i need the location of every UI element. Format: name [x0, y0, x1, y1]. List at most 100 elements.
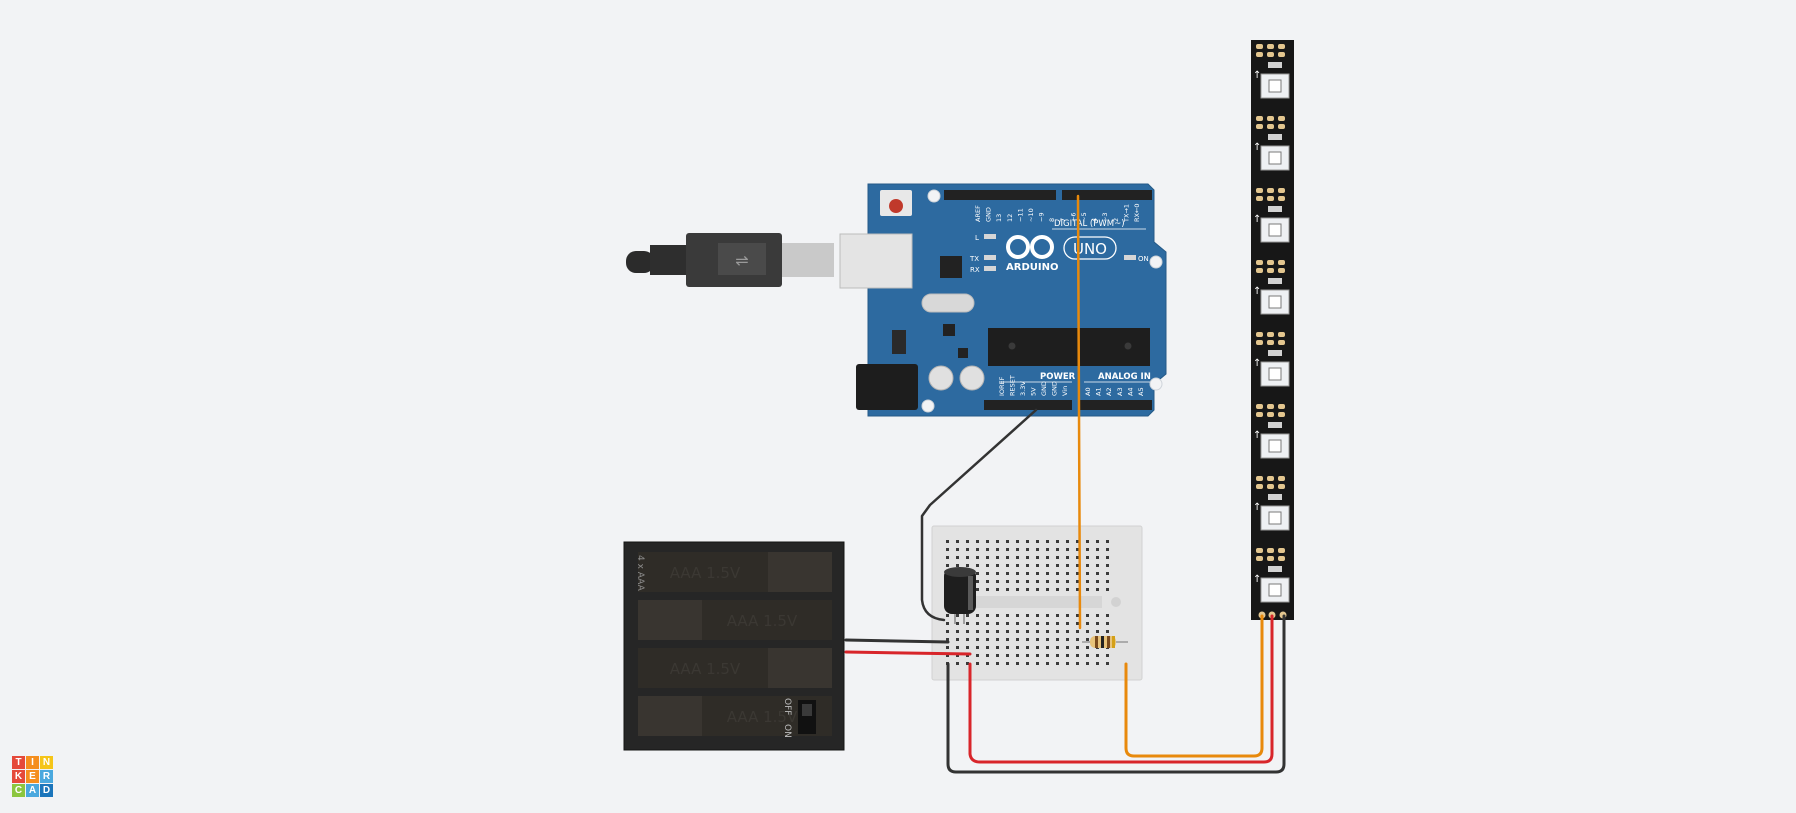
breadboard-hole[interactable]: [976, 646, 979, 649]
breadboard-hole[interactable]: [1016, 622, 1019, 625]
breadboard-hole[interactable]: [1066, 630, 1069, 633]
breadboard-hole[interactable]: [1036, 564, 1039, 567]
wire-arduino-gnd[interactable]: [920, 408, 1038, 622]
breadboard-hole[interactable]: [1076, 662, 1079, 665]
breadboard-hole[interactable]: [966, 646, 969, 649]
breadboard-hole[interactable]: [986, 654, 989, 657]
breadboard-hole[interactable]: [1026, 622, 1029, 625]
battery-switch[interactable]: [802, 704, 812, 716]
breadboard-hole[interactable]: [976, 540, 979, 543]
breadboard-hole[interactable]: [986, 614, 989, 617]
breadboard-hole[interactable]: [1106, 564, 1109, 567]
breadboard-hole[interactable]: [946, 630, 949, 633]
breadboard-hole[interactable]: [986, 564, 989, 567]
breadboard-hole[interactable]: [956, 654, 959, 657]
breadboard-hole[interactable]: [956, 622, 959, 625]
breadboard-hole[interactable]: [1076, 630, 1079, 633]
breadboard-hole[interactable]: [1086, 540, 1089, 543]
breadboard-hole[interactable]: [1006, 654, 1009, 657]
breadboard-hole[interactable]: [966, 638, 969, 641]
breadboard-hole[interactable]: [946, 646, 949, 649]
breadboard-hole[interactable]: [1026, 662, 1029, 665]
breadboard-hole[interactable]: [1026, 588, 1029, 591]
breadboard-hole[interactable]: [1036, 614, 1039, 617]
reset-button[interactable]: [889, 199, 903, 213]
breadboard-hole[interactable]: [1006, 564, 1009, 567]
breadboard-hole[interactable]: [986, 580, 989, 583]
breadboard-hole[interactable]: [1066, 614, 1069, 617]
breadboard-hole[interactable]: [976, 564, 979, 567]
breadboard-hole[interactable]: [1016, 646, 1019, 649]
breadboard-hole[interactable]: [986, 556, 989, 559]
breadboard-hole[interactable]: [1056, 614, 1059, 617]
breadboard-hole[interactable]: [1066, 540, 1069, 543]
breadboard-hole[interactable]: [996, 638, 999, 641]
breadboard-hole[interactable]: [1106, 580, 1109, 583]
breadboard-hole[interactable]: [986, 622, 989, 625]
wire-5v-strip[interactable]: [968, 614, 1274, 764]
breadboard-hole[interactable]: [1096, 630, 1099, 633]
breadboard-hole[interactable]: [1086, 654, 1089, 657]
breadboard-hole[interactable]: [1046, 622, 1049, 625]
wires[interactable]: [844, 194, 1286, 774]
breadboard-hole[interactable]: [1056, 630, 1059, 633]
breadboard-hole[interactable]: [1016, 548, 1019, 551]
breadboard-hole[interactable]: [966, 564, 969, 567]
breadboard-hole[interactable]: [1076, 638, 1079, 641]
wire-gnd-strip[interactable]: [946, 614, 1286, 774]
breadboard-hole[interactable]: [1056, 588, 1059, 591]
breadboard-hole[interactable]: [1066, 654, 1069, 657]
breadboard-hole[interactable]: [1046, 588, 1049, 591]
breadboard-hole[interactable]: [966, 662, 969, 665]
breadboard-hole[interactable]: [976, 556, 979, 559]
breadboard-hole[interactable]: [1076, 564, 1079, 567]
breadboard-hole[interactable]: [1016, 654, 1019, 657]
breadboard-hole[interactable]: [996, 548, 999, 551]
breadboard-hole[interactable]: [956, 638, 959, 641]
breadboard-hole[interactable]: [1076, 572, 1079, 575]
breadboard-hole[interactable]: [1096, 548, 1099, 551]
power-header[interactable]: [984, 400, 1072, 410]
breadboard-hole[interactable]: [956, 646, 959, 649]
breadboard-hole[interactable]: [996, 556, 999, 559]
breadboard-hole[interactable]: [1046, 646, 1049, 649]
breadboard-hole[interactable]: [1096, 622, 1099, 625]
breadboard-hole[interactable]: [966, 614, 969, 617]
breadboard-hole[interactable]: [1046, 662, 1049, 665]
breadboard-hole[interactable]: [1046, 580, 1049, 583]
breadboard-hole[interactable]: [1066, 564, 1069, 567]
breadboard-hole[interactable]: [1076, 622, 1079, 625]
breadboard-hole[interactable]: [966, 556, 969, 559]
breadboard-hole[interactable]: [1096, 662, 1099, 665]
breadboard-hole[interactable]: [1066, 556, 1069, 559]
breadboard-hole[interactable]: [996, 622, 999, 625]
breadboard-hole[interactable]: [1056, 662, 1059, 665]
breadboard-hole[interactable]: [1046, 630, 1049, 633]
neopixel-strip[interactable]: ↑↑↑↑↑↑↑↑: [1251, 40, 1294, 620]
breadboard-hole[interactable]: [1046, 572, 1049, 575]
breadboard-hole[interactable]: [1036, 654, 1039, 657]
breadboard-hole[interactable]: [1016, 556, 1019, 559]
breadboard-hole[interactable]: [1016, 614, 1019, 617]
breadboard-hole[interactable]: [1066, 580, 1069, 583]
usb-cable[interactable]: ⇌: [626, 233, 834, 287]
breadboard-hole[interactable]: [1006, 630, 1009, 633]
breadboard-hole[interactable]: [976, 572, 979, 575]
breadboard-hole[interactable]: [1076, 646, 1079, 649]
breadboard-hole[interactable]: [946, 548, 949, 551]
breadboard-hole[interactable]: [976, 614, 979, 617]
breadboard-hole[interactable]: [996, 580, 999, 583]
breadboard-hole[interactable]: [1096, 540, 1099, 543]
breadboard-hole[interactable]: [1026, 654, 1029, 657]
breadboard-hole[interactable]: [996, 646, 999, 649]
breadboard-hole[interactable]: [1006, 614, 1009, 617]
breadboard-hole[interactable]: [996, 662, 999, 665]
breadboard-hole[interactable]: [946, 654, 949, 657]
wire-signal-d6[interactable]: [1076, 194, 1082, 630]
breadboard-hole[interactable]: [1056, 572, 1059, 575]
breadboard-hole[interactable]: [986, 646, 989, 649]
breadboard-hole[interactable]: [1036, 638, 1039, 641]
breadboard-hole[interactable]: [1086, 638, 1089, 641]
breadboard-hole[interactable]: [1096, 580, 1099, 583]
breadboard-hole[interactable]: [976, 638, 979, 641]
